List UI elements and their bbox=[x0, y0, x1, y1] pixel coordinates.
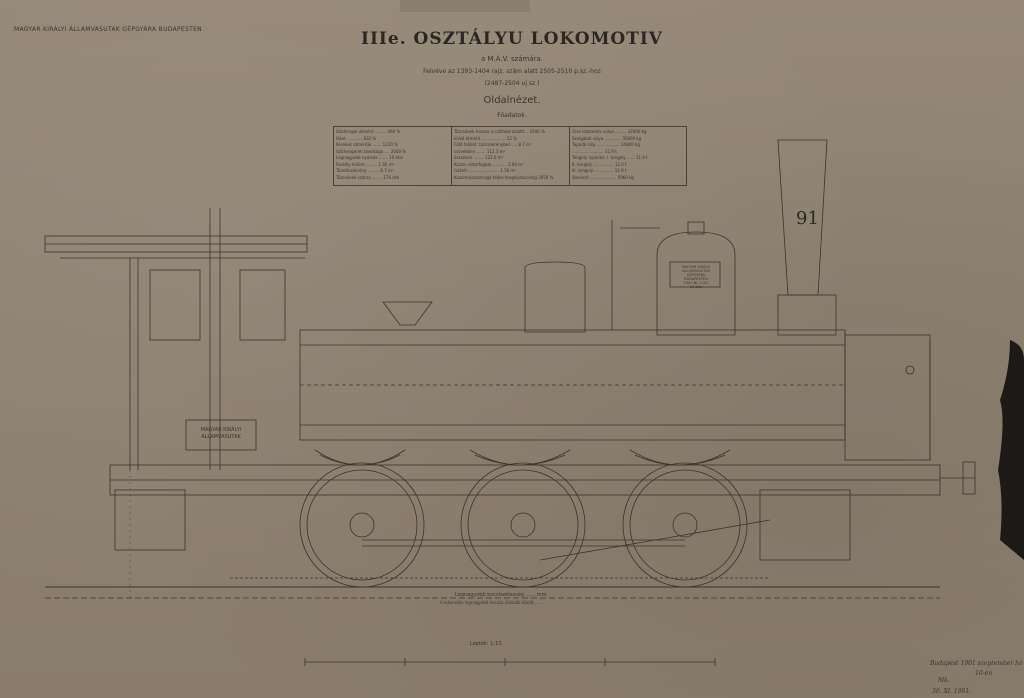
scale-label: Lépték: 1:10. bbox=[470, 641, 503, 647]
dims-row: Üres lokomotiv súlya ......... 32000 kg bbox=[572, 129, 647, 134]
dims-row: Tapadó súly .................. 35800 kg bbox=[572, 142, 640, 147]
dimensions-table: Gőzhenger átmérő ......... 460 % löket .… bbox=[333, 126, 687, 186]
boiler-plate: MAGYAR KIRÁLYI ÁLLAMVASUTAK GÉPGYÁRA BUD… bbox=[681, 265, 711, 289]
subtitle-3: (2487-2504 uj sz.) bbox=[484, 80, 540, 87]
dims-row: Gőzhenger átmérő ......... 460 % bbox=[336, 129, 401, 134]
dims-row: Tengely nyomás: I. tengely ...... 11.9 t bbox=[572, 155, 648, 160]
dims-row: II. tengely ................ 12.0 t bbox=[572, 161, 627, 167]
dims-row: Tüzcsövek hossza a csőfalak között .. 43… bbox=[454, 129, 545, 134]
dims-row: Rostély felület ......... 1.92 m² bbox=[336, 161, 395, 167]
dims-column-3: Üres lokomotiv súlya ......... 32000 kg … bbox=[570, 129, 686, 181]
dims-row: Kerekek átmérője ....... 1220 % bbox=[336, 142, 398, 147]
dims-row: Szolgálati súlya ............. 35800 kg bbox=[572, 135, 642, 141]
dims-row: Gőztér ........................ 1.50 m³ bbox=[454, 168, 517, 173]
dims-row: összesen ........ 121.0 m² bbox=[454, 155, 504, 160]
table-title: Főadatok. bbox=[497, 112, 527, 119]
dims-row: III. tengely ............... 11.9 t bbox=[572, 168, 627, 173]
dims-row: Legnagyobb nyomás ....... 10 atm bbox=[336, 155, 404, 160]
signature-line-3: Mk. bbox=[938, 677, 950, 684]
dims-column-1: Gőzhenger átmérő ......... 460 % löket .… bbox=[334, 129, 450, 181]
cab-plate: MAGYAR KIRÁLYI ÁLLAMVASUTAK bbox=[200, 427, 242, 440]
dims-row: Kazán vizterfogata ........... 3.60 m³ bbox=[454, 161, 524, 167]
section-title: Oldalnézet. bbox=[483, 95, 541, 106]
dims-row: ......................... 11.9 t bbox=[572, 148, 617, 154]
subtitle: a M.Á.V. számára. bbox=[480, 55, 544, 63]
chimney-number: 91 bbox=[796, 208, 819, 229]
dims-row: Gőzhengerek távolsága .... 2000 % bbox=[336, 148, 407, 154]
bottom-note-1: Legnagyobb kocsiszélesség ...... mm bbox=[455, 592, 547, 598]
header-left: MAGYAR KIRÁLYI ÁLLAMVASUTAK GÉPGYÁRA BUD… bbox=[14, 26, 202, 33]
dims-separator bbox=[451, 127, 452, 185]
dims-column-2: Tüzcsövek hossza a csőfalak között .. 43… bbox=[452, 129, 568, 181]
torn-edge-shadow bbox=[998, 340, 1024, 560]
signature-line-4: 30. XI. 1901. bbox=[932, 688, 972, 695]
dims-row: Tüzelőszekrény ......... 8.7 m² bbox=[336, 168, 394, 173]
dims-row: löket ............ 632 % bbox=[336, 135, 377, 141]
dims-row: külső átmérő ................... 52 % bbox=[454, 135, 517, 141]
subtitle-2: Felvéve az 1393-1404 rajz. szám alatt 25… bbox=[423, 68, 601, 75]
dims-row: Tüzcsövek száma ........ 176 drb bbox=[336, 174, 400, 180]
dims-row: Fütő felület: tüzszekrényben .... 8.7 m² bbox=[454, 142, 532, 147]
signature-line-2: 10-én bbox=[975, 670, 993, 677]
dims-row: csövekben ....... 112.3 m² bbox=[454, 148, 506, 154]
page-title: IIIe. OSZTÁLYU LOKOMOTIV bbox=[361, 29, 663, 49]
dims-row: Kazánhosszonrugó teljes tengelytávolság … bbox=[454, 174, 554, 180]
bottom-note-2: A lokomotív legnagyobb hossza ütközők kö… bbox=[440, 600, 544, 605]
dims-row: Vonóerő ..................... 5960 kg bbox=[572, 174, 634, 180]
signature-line-1: Budapest 1901 szeptember hó bbox=[930, 660, 1023, 667]
dims-separator bbox=[569, 127, 570, 185]
